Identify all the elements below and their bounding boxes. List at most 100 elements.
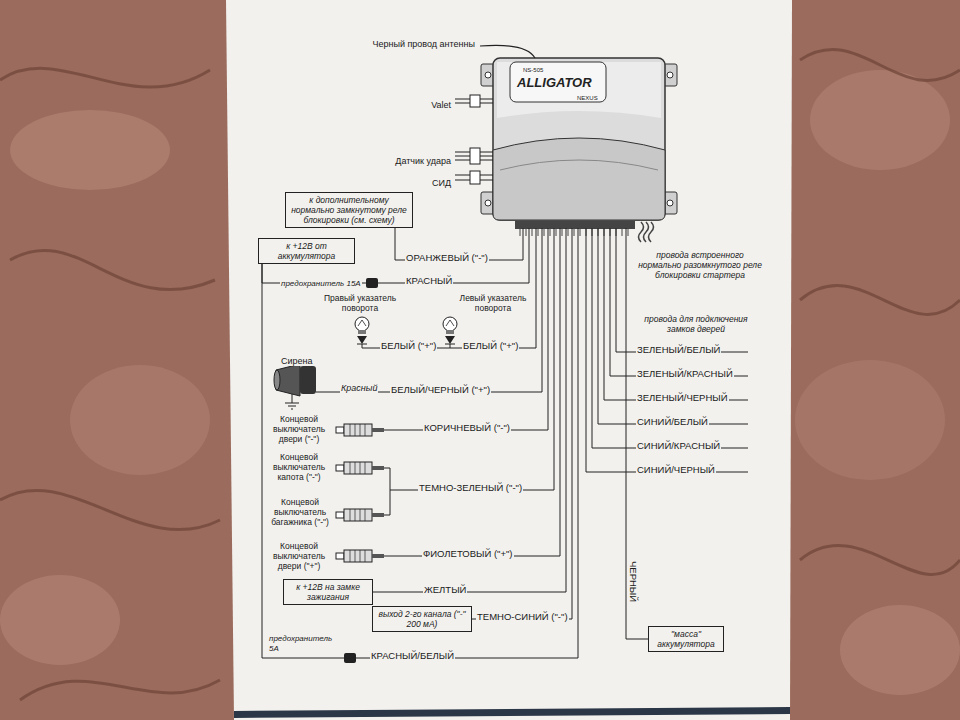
- wire-label: СИНИЙ/ЧЕРНЫЙ: [636, 464, 716, 475]
- label-slot: Концевой выключатель багажника ("-"): [266, 497, 334, 529]
- fuse-label: предохранитель 5А: [268, 634, 332, 654]
- box-text: к дополнительному нормально замкнутому р…: [290, 195, 408, 225]
- label-slot: СИНИЙ/ЧЕРНЫЙ: [636, 459, 716, 477]
- component-label: Концевой выключатель багажника ("-"): [266, 497, 334, 527]
- wire-label: БЕЛЫЙ ("+"): [462, 340, 519, 351]
- brown-wire: [384, 228, 548, 430]
- wire-label: Красный: [340, 383, 378, 393]
- carpet-pattern: [0, 68, 220, 700]
- connection-box: к +12В от аккумулятора: [258, 238, 355, 264]
- wire-label: ЗЕЛЕНЫЙ/БЕЛЫЙ: [636, 344, 721, 355]
- carpet-pattern: [10, 110, 170, 190]
- label-slot: БЕЛЫЙ/ЧЕРНЫЙ ("+"): [390, 379, 491, 397]
- bulb-base: [446, 330, 454, 334]
- fuse-label: предохранитель 15А: [280, 279, 362, 289]
- label-slot: Сирена: [280, 350, 314, 368]
- switch-plunger: [336, 427, 344, 433]
- unit-rib: [500, 160, 658, 170]
- siren-body: [300, 366, 316, 394]
- switch-plunger: [336, 465, 344, 471]
- carpet-pattern: [840, 605, 960, 695]
- connector-label: Valet: [430, 100, 452, 110]
- unit-body: [493, 58, 665, 220]
- component-label: Правый указатель поворота: [318, 293, 402, 313]
- label-slot: КРАСНЫЙ: [405, 270, 453, 288]
- label-slot: предохранитель 15А: [280, 272, 362, 290]
- label-slot: Концевой выключатель капота ("-"): [268, 452, 330, 484]
- note-label: провода встроенного нормально разомкнуто…: [636, 250, 764, 280]
- label-slot: Valet: [430, 94, 452, 112]
- label-slot: Левый указатель поворота: [458, 293, 528, 315]
- label-slot: БЕЛЫЙ ("+"): [380, 335, 437, 353]
- violet-wire: [384, 228, 560, 556]
- label-slot: БЕЛЫЙ ("+"): [462, 335, 519, 353]
- box-text: к +12В от аккумулятора: [263, 241, 350, 261]
- label-slot: провода для подключения замков дверей: [636, 314, 756, 336]
- label-slot: ОРАНЖЕВЫЙ ("-"): [405, 247, 489, 265]
- mount-hole: [667, 72, 673, 78]
- wire-label: ОРАНЖЕВЫЙ ("-"): [405, 252, 489, 263]
- switch-thread: [350, 509, 365, 521]
- switch-plunger: [336, 553, 344, 559]
- paper-sheet: [226, 0, 792, 720]
- note-label: провода для подключения замков дверей: [636, 314, 756, 334]
- connection-box: выход 2-го канала ("-" 200 мА): [372, 606, 472, 632]
- relay-wires: [639, 222, 654, 242]
- wire-label: ФИОЛЕТОВЫЙ ("+"): [422, 548, 514, 559]
- label-slot: СИД: [431, 172, 452, 190]
- siren-mouth: [274, 370, 280, 390]
- switch-terminal: [372, 466, 384, 470]
- label-slot: СИНИЙ/БЕЛЫЙ: [636, 411, 709, 429]
- wire-label: БЕЛЫЙ/ЧЕРНЫЙ ("+"): [390, 384, 491, 395]
- label-slot: ФИОЛЕТОВЫЙ ("+"): [422, 543, 514, 561]
- diode-symbol: [357, 336, 367, 344]
- label-slot: СИНИЙ/КРАСНЫЙ: [636, 435, 721, 453]
- carpet-pattern: [70, 365, 210, 475]
- wire-label: ЗЕЛЕНЫЙ/ЧЕРНЫЙ: [636, 392, 729, 403]
- page-edge: [234, 707, 790, 718]
- label-slot: Красный: [340, 377, 378, 395]
- wire-label: КРАСНЫЙ/БЕЛЫЙ: [370, 650, 455, 661]
- switch-body: [344, 550, 372, 562]
- connector-label: Датчик удара: [394, 156, 452, 166]
- unit-lid: [493, 138, 665, 220]
- wire-label: СИНИЙ/КРАСНЫЙ: [636, 440, 721, 451]
- wire-connector: [262, 228, 578, 658]
- diode-symbol: [445, 336, 455, 344]
- switch-plunger: [336, 512, 344, 518]
- wire-label: ЧЕРНЫЙ: [628, 560, 639, 603]
- wire-label: СИНИЙ/БЕЛЫЙ: [636, 416, 709, 427]
- wire-connector: [262, 228, 529, 283]
- label-slot: ЗЕЛЕНЫЙ/БЕЛЫЙ: [636, 339, 721, 357]
- limit-switch-symbol: [336, 424, 384, 436]
- wire-label: КРАСНЫЙ: [405, 275, 453, 286]
- switch-body: [344, 509, 372, 521]
- mount-hole: [667, 200, 673, 206]
- label-slot: КОРИЧНЕВЫЙ ("-"): [423, 417, 511, 435]
- alarm-unit: NS-505ALLIGATORNEXUS: [487, 55, 670, 228]
- mount-hole: [485, 72, 491, 78]
- antenna-wire: [480, 45, 535, 58]
- label-slot: провода встроенного нормально разомкнуто…: [636, 250, 764, 282]
- label-slot: ТЕМНО-СИНИЙ ("-"): [476, 606, 569, 624]
- label-slot: Черный провод антенны: [371, 33, 476, 51]
- component-label: Концевой выключатель капота ("-"): [268, 452, 330, 482]
- label-slot: ЗЕЛЕНЫЙ/КРАСНЫЙ: [636, 363, 734, 381]
- wire-label: ТЕМНО-СИНИЙ ("-"): [476, 611, 569, 622]
- wire-connector: [373, 228, 566, 592]
- label-slot: Правый указатель поворота: [318, 293, 402, 315]
- limit-switch-symbol: [336, 462, 384, 474]
- bulb-symbol: [443, 317, 457, 331]
- label-slot: КРАСНЫЙ/БЕЛЫЙ: [370, 645, 455, 663]
- ground-symbol: [285, 394, 299, 409]
- wire-label: Черный провод антенны: [371, 39, 476, 49]
- label-slot: ЗЕЛЕНЫЙ/ЧЕРНЫЙ: [636, 387, 729, 405]
- connection-box: "масса" аккумулятора: [648, 626, 724, 652]
- diode-bar: [357, 344, 367, 348]
- diode-bar: [445, 344, 455, 348]
- carpet-pattern: [800, 49, 960, 574]
- component-label: Концевой выключатель двери ("-"): [268, 414, 330, 444]
